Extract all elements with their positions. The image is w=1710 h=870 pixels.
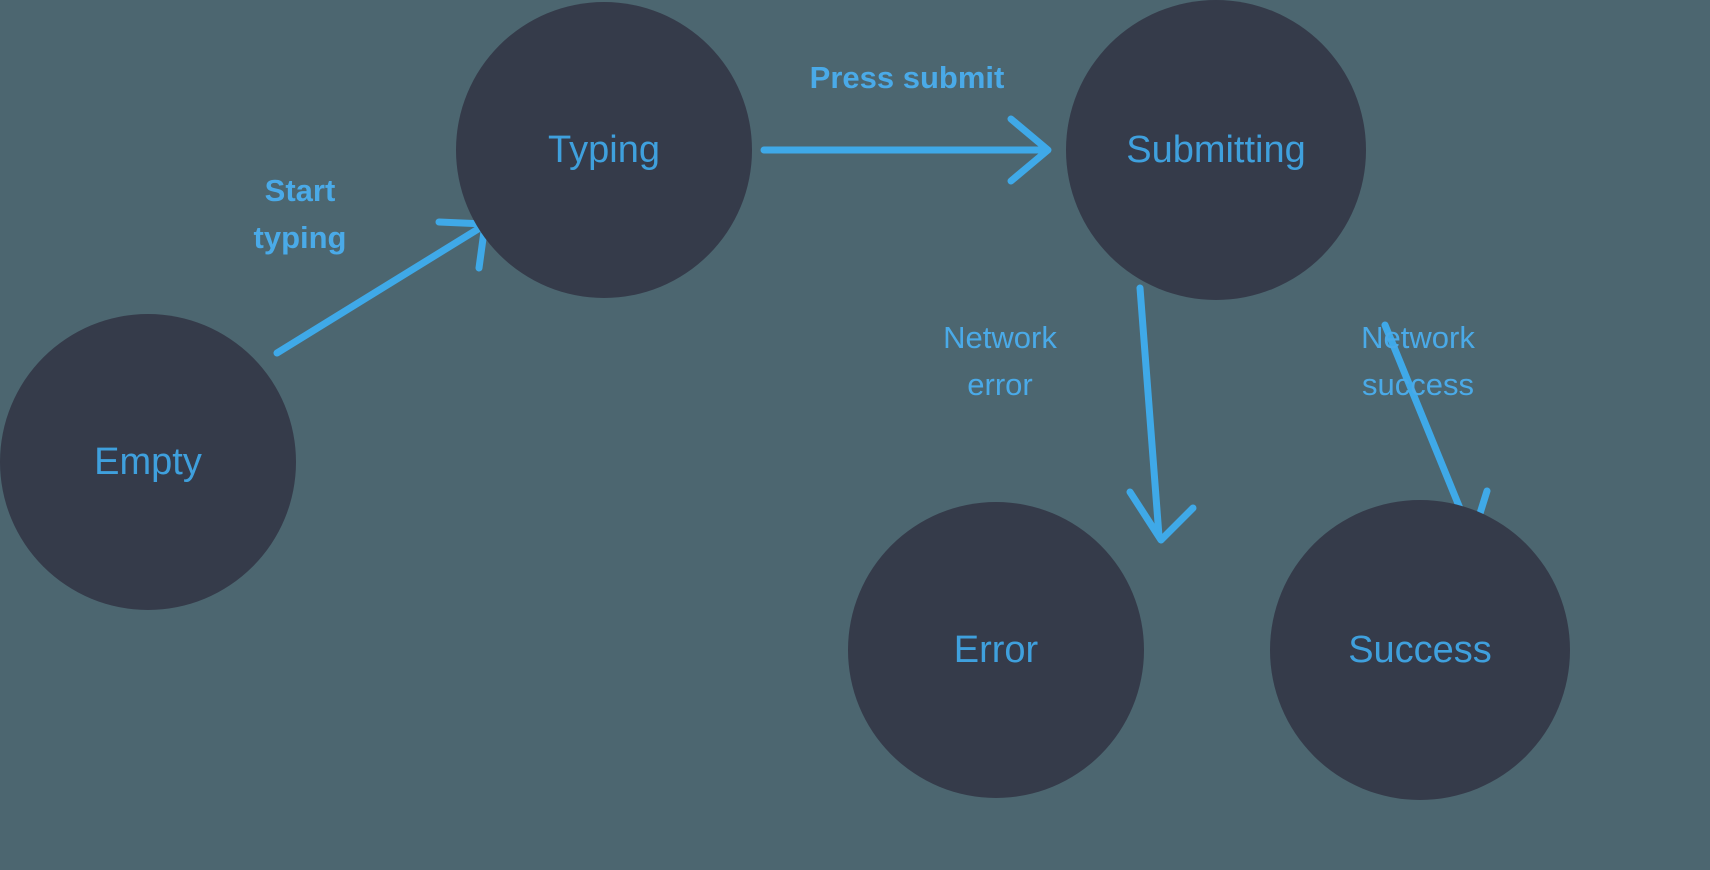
edge-label-press-submit: Press submit: [810, 60, 1005, 95]
node-submitting-circle: [1066, 0, 1366, 300]
node-typing-label: Typing: [548, 129, 660, 171]
node-success-circle: [1270, 500, 1570, 800]
node-empty-circle: [0, 314, 296, 610]
node-typing[interactable]: Typing: [456, 2, 752, 298]
edge-typing-to-submitting[interactable]: [760, 115, 1052, 185]
edge-labels-layer: Start typing Press submit Network error …: [254, 60, 1476, 402]
arrowhead-network-error: [1126, 488, 1197, 544]
edge-label-network-success: Network success: [1361, 320, 1475, 402]
edge-label-press-submit-line1: Press submit: [810, 60, 1005, 95]
edges-layer: [273, 115, 1491, 544]
edge-label-start-typing-line2: typing: [254, 220, 347, 255]
edge-label-start-typing: Start typing: [254, 173, 347, 255]
node-empty[interactable]: Empty: [0, 314, 296, 610]
edge-label-network-error: Network error: [943, 320, 1057, 402]
node-error-circle: [848, 502, 1144, 798]
node-typing-circle: [456, 2, 752, 298]
edge-label-network-success-line1: Network: [1361, 320, 1475, 355]
arrowhead-press-submit: [1007, 115, 1052, 185]
nodes-layer: Empty Typing Submitting Error Success: [0, 0, 1570, 800]
edge-submitting-to-error[interactable]: [1126, 284, 1197, 544]
node-success[interactable]: Success: [1270, 500, 1570, 800]
edge-line-network-error: [1136, 284, 1163, 540]
edge-label-network-error-line2: error: [967, 367, 1032, 402]
node-submitting-label: Submitting: [1126, 129, 1306, 171]
node-error-label: Error: [954, 629, 1039, 671]
node-empty-label: Empty: [94, 441, 202, 483]
node-error[interactable]: Error: [848, 502, 1144, 798]
edge-line-network-success: [1381, 321, 1472, 532]
edge-label-start-typing-line1: Start: [265, 173, 336, 208]
edge-label-network-error-line1: Network: [943, 320, 1057, 355]
node-submitting[interactable]: Submitting: [1066, 0, 1366, 300]
edge-line-start-typing: [273, 222, 487, 357]
node-success-label: Success: [1348, 629, 1492, 671]
edge-label-network-success-line2: success: [1362, 367, 1474, 402]
